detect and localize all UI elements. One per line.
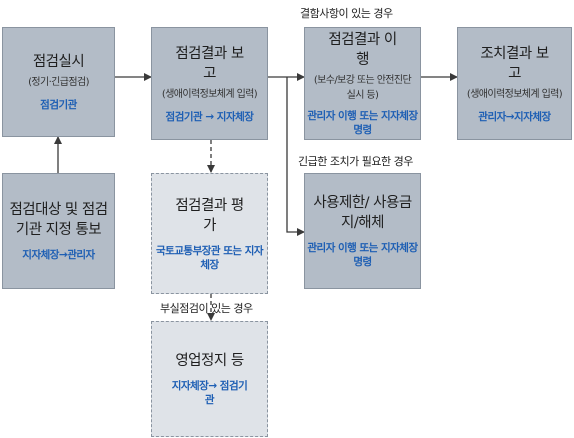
node-restrict-title: 사용제한/ 사용금지/해체 [313,195,412,231]
node-action-report: 조치결과 보고 (생애이력정보체계 입력) 관리자→지자체장 [457,27,572,140]
node-restrict: 사용제한/ 사용금지/해체 관리자 이행 또는 지자체장 명령 [304,173,421,289]
node-inspection-title: 점검실시 [32,54,85,70]
node-action-agent: 관리자→지자체장 [478,110,551,123]
node-suspension: 영업정지 등 지자체장→ 점검기관 [151,321,268,437]
node-inspection-sub: (정기·긴급점검) [28,77,89,88]
node-target-notice: 점검대상 및 점검기관 지정 통보 지자체장→관리자 [2,173,115,289]
node-suspension-title: 영업정지 등 [175,353,244,369]
node-implement-sub: (보수/보강 또는 안전진단 실시 등) [313,75,412,101]
node-report-agent: 점검기관 → 지자체장 [165,110,254,123]
node-evaluation: 점검결과 평가 국토교통부장관 또는 지자체장 [151,173,268,294]
node-evaluation-agent: 국토교통부장관 또는 지자체장 [155,244,264,271]
node-implement-agent: 관리자 이행 또는 지자체장 명령 [307,110,418,136]
node-inspection-agent: 점검기관 [40,99,77,111]
node-evaluation-title: 점검결과 평가 [175,197,244,234]
node-target-agent: 지자체장→관리자 [22,249,95,261]
node-report-title: 점검결과 보고 [175,45,244,82]
node-report-sub: (생애이력정보체계 입력) [161,88,258,100]
node-suspension-agent: 지자체장→ 점검기관 [171,380,248,406]
node-action-sub: (생애이력정보체계 입력) [466,88,563,100]
arrow-report-to-restrict [286,77,305,236]
node-implement: 점검결과 이행 (보수/보강 또는 안전진단 실시 등) 관리자 이행 또는 지… [304,27,421,140]
node-restrict-agent: 관리자 이행 또는 지자체장 명령 [307,242,418,268]
label-poor: 부실점검이 있는 경우 [160,302,253,315]
label-defect: 결함사항이 있는 경우 [300,7,393,20]
node-action-title: 조치결과 보고 [480,45,549,82]
node-implement-title: 점검결과 이행 [328,32,397,68]
label-urgent: 긴급한 조치가 필요한 경우 [298,155,413,168]
node-report: 점검결과 보고 (생애이력정보체계 입력) 점검기관 → 지자체장 [151,27,268,140]
node-inspection: 점검실시 (정기·긴급점검) 점검기관 [2,27,115,137]
node-target-title: 점검대상 및 점검기관 지정 통보 [9,202,108,238]
